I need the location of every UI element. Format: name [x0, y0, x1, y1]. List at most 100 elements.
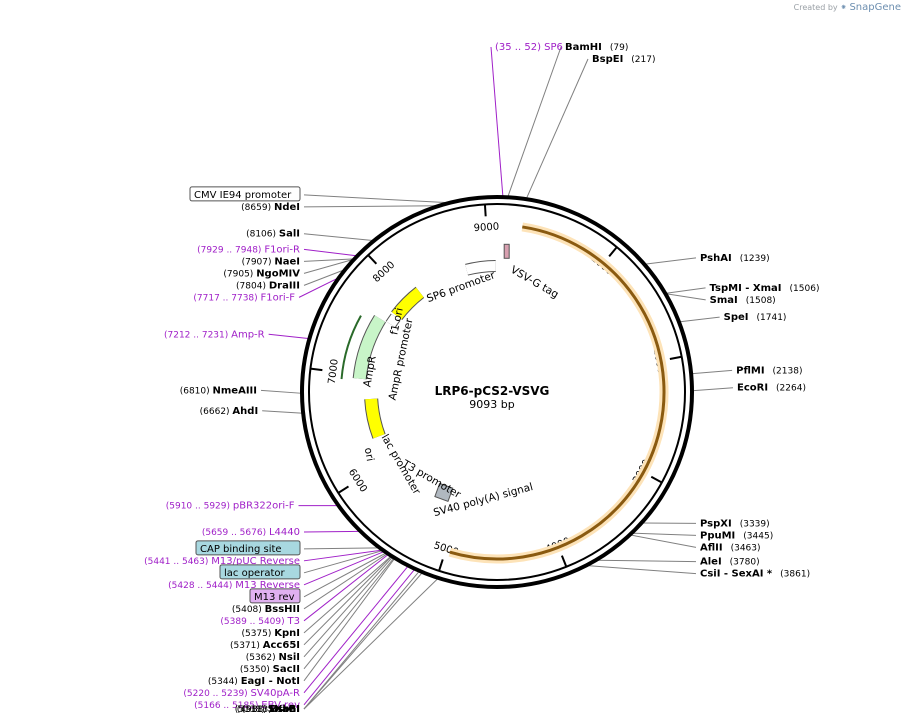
label-sali-name: SalI [279, 229, 300, 240]
label-bsrgi-text: (4988) BsrGI [237, 704, 300, 715]
label-smai-name: SmaI [710, 295, 738, 306]
label-bsrgi-leader [303, 577, 439, 710]
label-tspmi-xmai-text: TspMI - XmaI(1506) [710, 283, 820, 294]
label-ahdi: (6662) AhdI [200, 406, 259, 417]
label-m13-puc-reverse-pos: (5441 .. 5463) [144, 557, 211, 567]
label-sv40pa-r-name: SV40pA-R [251, 688, 300, 699]
label-ebv-rev-text: (5166 .. 5185) EBV-rev [194, 700, 300, 711]
label-sv40pa-r-text: (5220 .. 5239) SV40pA-R [183, 688, 300, 699]
label-f1ori-f-pos: (7717 .. 7738) [193, 293, 260, 303]
label-bspei-leader [525, 58, 589, 200]
label-ebv-rev-leader [303, 568, 416, 706]
label-acc65i: (5371) Acc65I [230, 640, 300, 651]
label-f1ori-f-text: (7717 .. 7738) F1ori-F [193, 292, 295, 303]
label-t3-pos: (5389 .. 5409) [220, 617, 287, 627]
label-m13-rev: M13 rev [249, 588, 301, 604]
label-tspmi-xmai-pos: (1506) [790, 284, 820, 294]
label-spei-text: SpeI(1741) [724, 312, 787, 323]
label-aflii-text: AflII (3463) [700, 542, 761, 553]
label-l4440-text: (5659 .. 5676) L4440 [202, 527, 300, 538]
label-m13-reverse: (5428 .. 5444) M13 Reverse [168, 580, 300, 591]
tick-mark [669, 355, 682, 360]
tick-mark [608, 246, 618, 258]
label-snabi-text: (5138) SnaBI [235, 704, 300, 715]
label-aflii-name: AflII [700, 542, 723, 553]
label-spei-name: SpeI [724, 312, 749, 323]
tick-label: 6000 [346, 467, 369, 494]
credit-brand: SnapGene [849, 2, 901, 13]
label-amp-r-leader [268, 333, 310, 340]
label-aflii: AflII (3463) [700, 542, 761, 553]
label-cmv-ie94-promoter: CMV IE94 promoter [189, 186, 301, 202]
label-ndei-text: (8659) NdeI [241, 202, 300, 213]
label-csii-sexai-text: CsiI - SexAI *(3861) [700, 569, 810, 580]
label-sp6-name: SP6 [544, 42, 563, 53]
label-smai: SmaI (1508) [710, 295, 776, 306]
label-bamhi-text: BamHI(79) [565, 42, 628, 53]
label-eagi-noti-leader [303, 557, 396, 682]
label-ndei: (8659) NdeI [241, 202, 300, 213]
tick-mark [560, 555, 568, 568]
label-sacii-text: (5350) SacII [240, 664, 300, 675]
backbone-inner-ring [308, 203, 686, 581]
label-sacii-leader [303, 557, 395, 670]
leader-lines [260, 46, 734, 710]
label-sacii-pos: (5350) [240, 665, 273, 675]
label-f1ori-r-text: (7929 .. 7948) F1ori-R [197, 244, 300, 255]
label-ebv-rev-name: EBV-rev [261, 700, 300, 711]
label-ahdi-pos: (6662) [200, 407, 233, 417]
label-tspmi-xmai-leader [665, 287, 706, 294]
label-sp6-leader [490, 46, 504, 198]
label-draiii-name: DraIII [269, 280, 300, 291]
tick-label: 9000 [473, 222, 499, 235]
label-kpni-leader [303, 555, 392, 634]
label-ndei-name: NdeI [274, 202, 300, 213]
label-sv40pa-r-pos: (5220 .. 5239) [183, 689, 250, 699]
label-alei-leader [595, 559, 697, 563]
label-ahdi-text: (6662) AhdI [200, 406, 259, 417]
label-m13-rev-box [249, 588, 301, 604]
label-bsshii-pos: (5408) [232, 605, 265, 615]
label-bamhi: BamHI(79) [565, 42, 628, 53]
label-ecori-pos: (2264) [776, 384, 806, 394]
label-sp6-pos: (35 .. 52) [495, 42, 544, 53]
label-acc65i-name: Acc65I [263, 640, 300, 651]
label-pbr322ori-f: (5910 .. 5929) pBR322ori-F [166, 501, 295, 512]
label-ppumi: PpuMI(3445) [700, 530, 773, 541]
label-l4440-pos: (5659 .. 5676) [202, 528, 269, 538]
feature-label-sp6-promoter: SP6 promoter [425, 269, 497, 305]
label-ecori: EcoRI (2264) [737, 383, 806, 394]
label-pspxi-text: PspXI(3339) [700, 518, 770, 529]
label-ngomiv: (7905) NgoMIV [223, 268, 300, 279]
label-xbai-pos: (5113) [242, 705, 275, 715]
label-m13-puc-reverse-text: (5441 .. 5463) M13/pUC Reverse [144, 556, 300, 567]
label-ecori-name: EcoRI [737, 383, 768, 394]
label-smai-pos: (1508) [746, 296, 776, 306]
label-f1ori-r-pos: (7929 .. 7948) [197, 245, 264, 255]
label-xbai-name: XbaI [275, 704, 300, 715]
tick-mark [367, 254, 378, 265]
label-tspmi-xmai: TspMI - XmaI(1506) [710, 283, 820, 294]
label-f1ori-r: (7929 .. 7948) F1ori-R [197, 244, 300, 255]
label-naei: (7907) NaeI [242, 256, 300, 267]
label-l4440-leader [303, 530, 361, 533]
label-ndei-pos: (8659) [241, 203, 274, 213]
feature-lrp6-orf-arrowhead [438, 548, 452, 553]
label-naei-text: (7907) NaeI [242, 256, 300, 267]
label-f1ori-f: (7717 .. 7738) F1ori-F [193, 292, 295, 303]
label-t3: (5389 .. 5409) T3 [220, 616, 300, 627]
label-sv40pa-r: (5220 .. 5239) SV40pA-R [183, 688, 300, 699]
label-bspei-pos: (217) [631, 55, 655, 65]
plasmid-name: LRP6-pCS2-VSVG [435, 384, 550, 398]
label-ngomiv-name: NgoMIV [256, 268, 300, 279]
label-ebv-rev-pos: (5166 .. 5185) [194, 701, 261, 711]
label-aflii-pos: (3463) [731, 543, 761, 553]
feature-lrp6-orf [449, 225, 666, 561]
feature-ori [365, 398, 385, 439]
label-f1ori-r-name: F1ori-R [264, 244, 300, 255]
label-acc65i-leader [303, 555, 393, 646]
label-nsii: (5362) NsiI [246, 652, 300, 663]
label-bamhi-name: BamHI [565, 42, 602, 53]
feature-sv40-poly-a-signal [434, 482, 454, 503]
label-pbr322ori-f-pos: (5910 .. 5929) [166, 502, 233, 512]
